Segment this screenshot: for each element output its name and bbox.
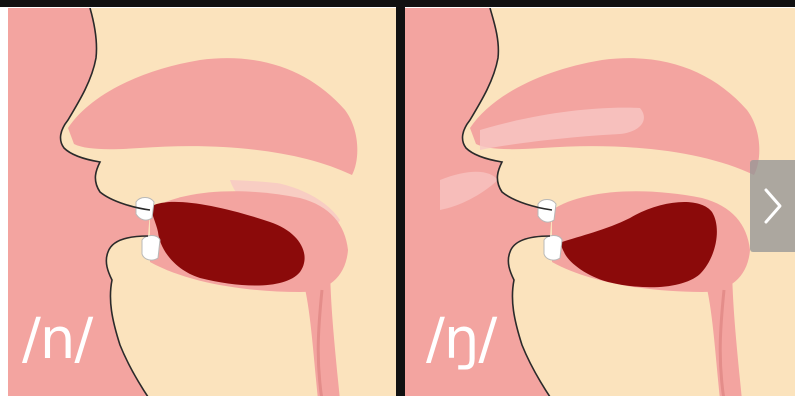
lower-tooth <box>544 236 562 261</box>
phoneme-label-ng: /ŋ/ <box>426 312 496 368</box>
next-button[interactable] <box>750 160 795 252</box>
panel-divider <box>396 0 405 400</box>
phoneme-label-n: /n/ <box>22 312 92 368</box>
lower-tooth <box>142 236 160 261</box>
bottom-border <box>0 396 795 400</box>
upper-tooth <box>538 200 556 223</box>
chevron-right-icon <box>761 186 785 226</box>
